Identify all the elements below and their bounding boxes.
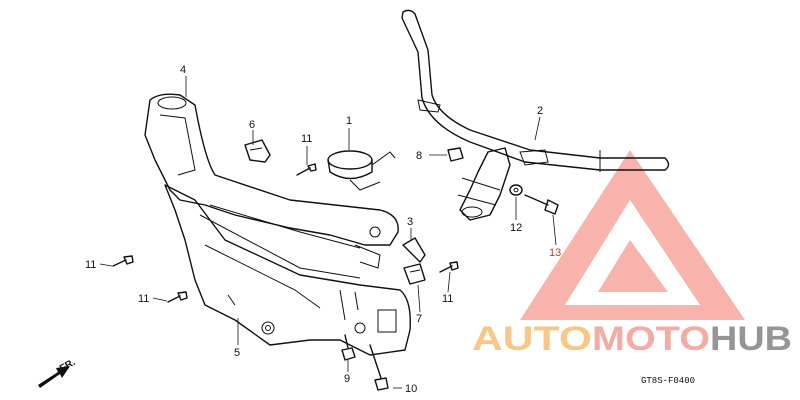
bolt-part-13 (524, 194, 559, 215)
clip-part-7 (403, 263, 426, 285)
frame-cover-part-4 (144, 93, 399, 269)
callout-11-top: 11 (301, 133, 312, 145)
direction-label: FR. (58, 357, 78, 375)
watermark-text: AUTO MOTO HUB (472, 320, 792, 358)
screw-part-11-a (296, 163, 317, 176)
callout-11-mid: 11 (138, 293, 149, 305)
handlebar-part-2 (401, 9, 670, 221)
watermark-moto: MOTO (592, 320, 710, 358)
bolt-part-9 (341, 334, 356, 361)
callout-1: 1 (346, 115, 352, 127)
clip-part-6 (244, 139, 271, 163)
callout-7: 7 (416, 313, 422, 325)
nut-part-8 (447, 147, 464, 162)
watermark-logo (520, 150, 745, 320)
callout-11-left: 11 (85, 259, 96, 271)
washer-part-12 (509, 184, 523, 196)
callout-12: 12 (510, 222, 522, 234)
callout-6: 6 (249, 119, 255, 131)
screw-part-11-c (167, 291, 188, 303)
watermark-hub: HUB (710, 320, 792, 358)
callout-3: 3 (407, 216, 413, 228)
bolt-part-10 (369, 344, 389, 391)
screw-part-11-b (112, 255, 134, 267)
callout-4: 4 (180, 64, 186, 76)
clip-part-3 (402, 237, 426, 263)
watermark-auto: AUTO (472, 320, 592, 358)
frame-cover-part-5 (164, 184, 411, 356)
leader-lines (99, 76, 557, 389)
callout-10: 10 (405, 383, 417, 395)
screw-part-11-d (439, 261, 459, 273)
front-direction-indicator: FR. (38, 357, 78, 388)
callout-2: 2 (537, 105, 543, 117)
callout-8: 8 (416, 150, 422, 162)
callout-13: 13 (549, 247, 561, 259)
callout-5: 5 (234, 347, 240, 359)
callout-11-right: 11 (442, 293, 453, 305)
diagram-reference: GT8S-F0400 (641, 376, 695, 386)
cap-part-1 (327, 150, 396, 191)
arrow-icon (38, 366, 70, 388)
callout-9: 9 (344, 373, 350, 385)
